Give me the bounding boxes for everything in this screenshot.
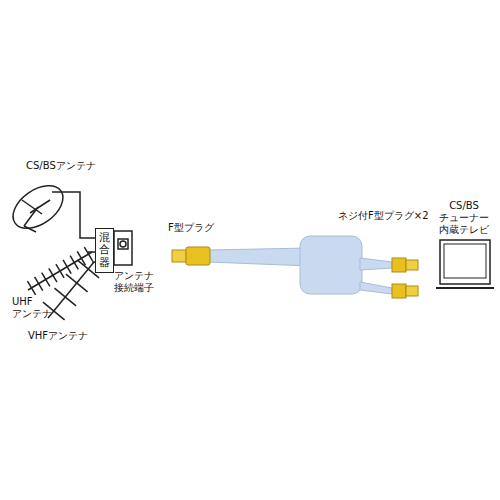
cable <box>208 236 392 294</box>
uhf-antenna <box>27 247 92 295</box>
antenna-terminal <box>114 231 132 265</box>
antenna-label: CS/BSアンテナ <box>26 160 116 172</box>
antenna-wires <box>52 192 95 262</box>
antenna-label: UHF アンテナ <box>12 296 58 320</box>
tv-label: CS/BS チューナー 内蔵テレビ <box>432 200 496 236</box>
node-text: 混合器 <box>99 232 110 268</box>
antenna-label: VHFアンテナ <box>28 330 118 342</box>
f-plug <box>172 247 210 265</box>
plug-label: F型プラグ <box>168 222 238 234</box>
dish-antenna <box>5 177 70 237</box>
tv <box>436 240 494 288</box>
mixer-box: 混合器 <box>95 228 114 273</box>
screw-f-plugs <box>392 258 418 298</box>
terminal-label: アンテナ 接続端子 <box>110 270 158 294</box>
